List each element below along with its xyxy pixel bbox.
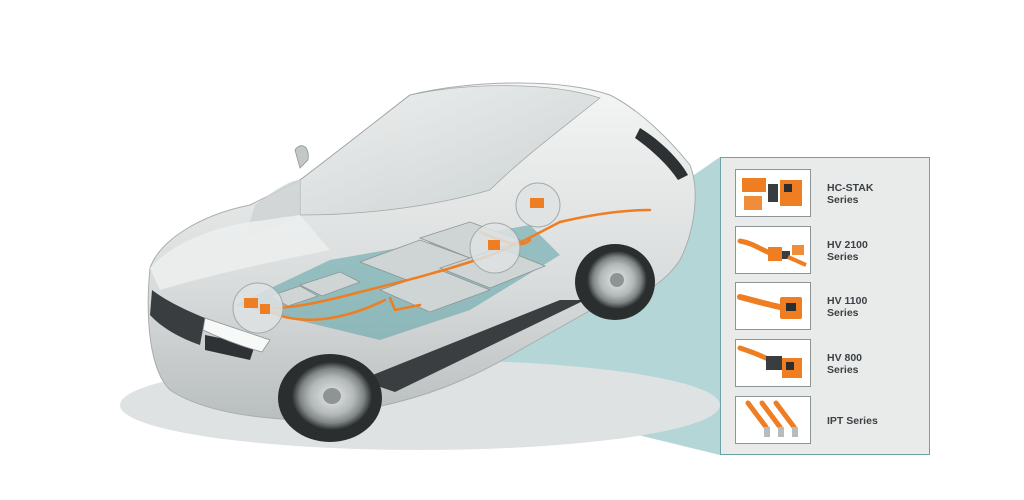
hc-stak-connector-icon (735, 169, 811, 217)
rear-wheel (575, 244, 655, 320)
callout-rear (515, 182, 561, 228)
ipt-connector-icon (735, 396, 811, 444)
product-label: IPT Series (827, 415, 878, 427)
hv-2100-connector-icon (735, 226, 811, 274)
hv-1100-connector-icon (735, 282, 811, 330)
callout-center (469, 222, 521, 274)
front-wheel (278, 354, 382, 442)
callout-front (232, 282, 284, 334)
hv-800-connector-icon (735, 339, 811, 387)
product-item-ipt[interactable]: IPT Series (735, 396, 925, 446)
